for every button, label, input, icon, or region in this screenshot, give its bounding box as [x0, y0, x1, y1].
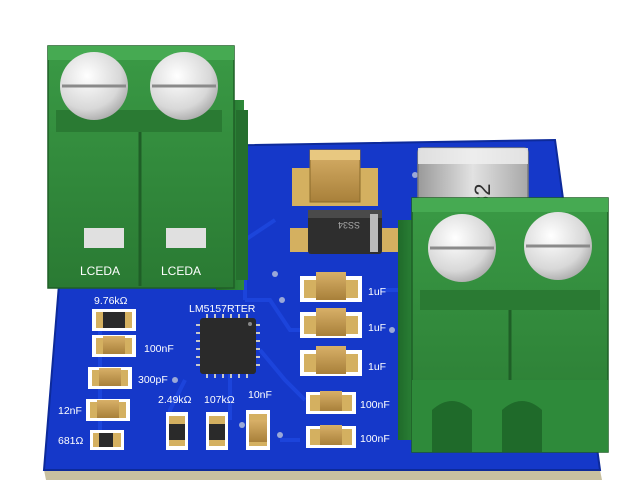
label-107k: 107kΩ — [204, 394, 235, 406]
label-10nf: 10nF — [248, 389, 272, 401]
label-300pf: 300pF — [138, 374, 168, 386]
screw-head-icon — [428, 214, 496, 282]
cap-1uf-2 — [300, 308, 362, 338]
schottky-diode: SS34 — [290, 210, 400, 254]
terminal-block-left: LCEDA LCEDA — [47, 45, 248, 290]
diode-marking: SS34 — [338, 220, 360, 230]
terminal-label-1: LCEDA — [80, 264, 120, 278]
label-100nf-left: 100nF — [144, 343, 174, 355]
pcb-edge — [44, 470, 602, 480]
label-9k76: 9.76kΩ — [94, 295, 128, 307]
resistor-681 — [90, 430, 124, 450]
bulk-capacitor — [292, 149, 378, 206]
label-1uf-2: 1uF — [368, 322, 386, 334]
resistor-107k — [206, 412, 228, 450]
label-681: 681Ω — [58, 435, 84, 447]
cap-100nf-left — [92, 335, 136, 357]
cap-12nf — [86, 399, 130, 421]
screw-head-icon — [60, 52, 128, 120]
label-1uf-1: 1uF — [368, 286, 386, 298]
cap-1uf-3 — [300, 346, 362, 376]
cap-100nf-right-2 — [306, 425, 356, 448]
cap-100nf-right-1 — [306, 391, 356, 414]
resistor-9k76 — [92, 309, 136, 331]
terminal-label-2: LCEDA — [161, 264, 201, 278]
label-100nf-right-2: 100nF — [360, 433, 390, 445]
cap-300pf — [88, 367, 132, 389]
ic-label: LM5157RTER — [189, 303, 256, 315]
label-100nf-right-1: 100nF — [360, 399, 390, 411]
label-12nf: 12nF — [58, 405, 82, 417]
cap-10nf — [246, 410, 270, 450]
chip-icon — [196, 314, 260, 378]
label-1uf-3: 1uF — [368, 361, 386, 373]
cap-1uf-1 — [300, 272, 362, 302]
terminal-block-right — [398, 197, 609, 453]
right-passives — [300, 272, 362, 448]
left-passives — [86, 309, 136, 450]
screw-head-icon — [150, 52, 218, 120]
label-2k49: 2.49kΩ — [158, 394, 192, 406]
resistor-2k49 — [166, 412, 188, 450]
screw-head-icon — [524, 212, 592, 280]
pcb-board-rim — [42, 138, 602, 471]
bottom-passives — [166, 410, 270, 450]
